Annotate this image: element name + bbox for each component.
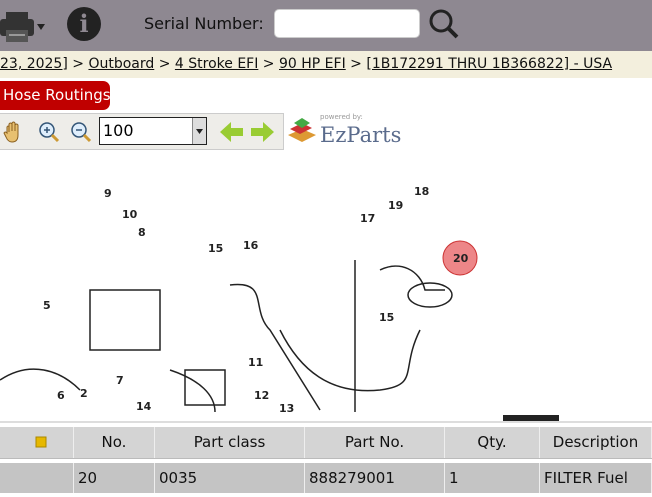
zoom-level-select[interactable]: 100 xyxy=(99,117,207,145)
zoom-out-icon[interactable] xyxy=(70,121,92,143)
parts-table: No. Part class Part No. Qty. Description… xyxy=(0,421,652,497)
col-part-no[interactable]: Part No. xyxy=(305,427,445,458)
callout-16[interactable]: 16 xyxy=(243,239,259,252)
printer-icon[interactable] xyxy=(0,10,45,44)
ezparts-logo-text: EzParts xyxy=(320,123,402,147)
info-icon[interactable]: i xyxy=(67,7,101,41)
search-icon[interactable] xyxy=(428,8,460,40)
chevron-down-icon[interactable] xyxy=(192,118,206,144)
callout-19[interactable]: 19 xyxy=(388,199,403,212)
breadcrumb-90-hp-efi[interactable]: 90 HP EFI xyxy=(279,56,346,72)
cell-part-class: 0035 xyxy=(155,463,305,493)
callout-18[interactable]: 18 xyxy=(414,185,429,198)
callout-10[interactable]: 10 xyxy=(122,208,138,221)
callout-15[interactable]: 15 xyxy=(208,242,223,255)
hose-16 xyxy=(229,283,321,411)
callout-5[interactable]: 5 xyxy=(43,299,51,312)
col-qty[interactable]: Qty. xyxy=(445,427,540,458)
serial-number-label: Serial Number: xyxy=(144,14,264,33)
callout-2[interactable]: 2 xyxy=(80,387,88,400)
splitter-handle[interactable] xyxy=(503,415,559,421)
callout-highlight[interactable] xyxy=(442,240,478,276)
breadcrumb-4-stroke-efi[interactable]: 4 Stroke EFI xyxy=(174,56,259,72)
serial-number-input[interactable] xyxy=(274,9,420,38)
zoom-level-value: 100 xyxy=(103,121,134,140)
callout-15b[interactable]: 15 xyxy=(379,311,394,324)
callout-7[interactable]: 7 xyxy=(116,374,124,387)
zoom-in-icon[interactable] xyxy=(38,121,60,143)
arrow-right-icon[interactable] xyxy=(251,122,275,142)
cart-icon[interactable] xyxy=(35,436,47,448)
callout-17[interactable]: 17 xyxy=(360,212,375,225)
callout-12[interactable]: 12 xyxy=(254,389,269,402)
cell-description: FILTER Fuel xyxy=(540,463,652,493)
cell-select[interactable] xyxy=(0,463,74,493)
callout-13[interactable]: 13 xyxy=(279,402,294,415)
cart-cell[interactable] xyxy=(0,427,74,458)
callout-9[interactable]: 9 xyxy=(104,187,112,200)
breadcrumb-serial-range[interactable]: [1B172291 THRU 1B366822] - USA xyxy=(366,56,613,72)
col-part-class[interactable]: Part class xyxy=(155,427,305,458)
top-toolbar: i Serial Number: xyxy=(0,0,652,51)
callout-14[interactable]: 14 xyxy=(136,400,152,413)
col-description[interactable]: Description xyxy=(540,427,652,458)
canister-part xyxy=(89,289,161,351)
callout-20[interactable]: 20 xyxy=(453,252,469,265)
cell-part-no: 888279001 xyxy=(305,463,445,493)
breadcrumb: 23, 2025] > Outboard > 4 Stroke EFI > 90… xyxy=(0,51,652,78)
callout-11[interactable]: 11 xyxy=(248,356,263,369)
pan-hand-icon[interactable] xyxy=(3,121,23,143)
breadcrumb-outboard[interactable]: Outboard xyxy=(88,56,155,72)
fuel-filter-part xyxy=(407,282,453,308)
cell-no: 20 xyxy=(74,463,155,493)
powered-by-label: powered by: xyxy=(320,113,363,121)
tab-hose-routings[interactable]: Hose Routings xyxy=(0,81,111,110)
table-row[interactable]: 20 0035 888279001 1 FILTER Fuel xyxy=(0,463,652,493)
viewer-toolbar: 100 xyxy=(0,113,284,150)
arrow-left-icon[interactable] xyxy=(220,122,244,142)
parts-diagram[interactable]: 9 10 8 15 16 17 19 18 20 5 7 15 11 6 2 1… xyxy=(0,150,652,415)
callout-8[interactable]: 8 xyxy=(138,226,146,239)
col-no[interactable]: No. xyxy=(74,427,155,458)
hose xyxy=(279,329,421,392)
breadcrumb-item[interactable]: 23, 2025] xyxy=(0,56,68,72)
cell-qty: 1 xyxy=(445,463,540,493)
callout-6[interactable]: 6 xyxy=(57,389,65,402)
table-header: No. Part class Part No. Qty. Description xyxy=(0,427,652,459)
filter-bracket xyxy=(379,265,445,291)
ezparts-logo-icon xyxy=(288,118,316,142)
